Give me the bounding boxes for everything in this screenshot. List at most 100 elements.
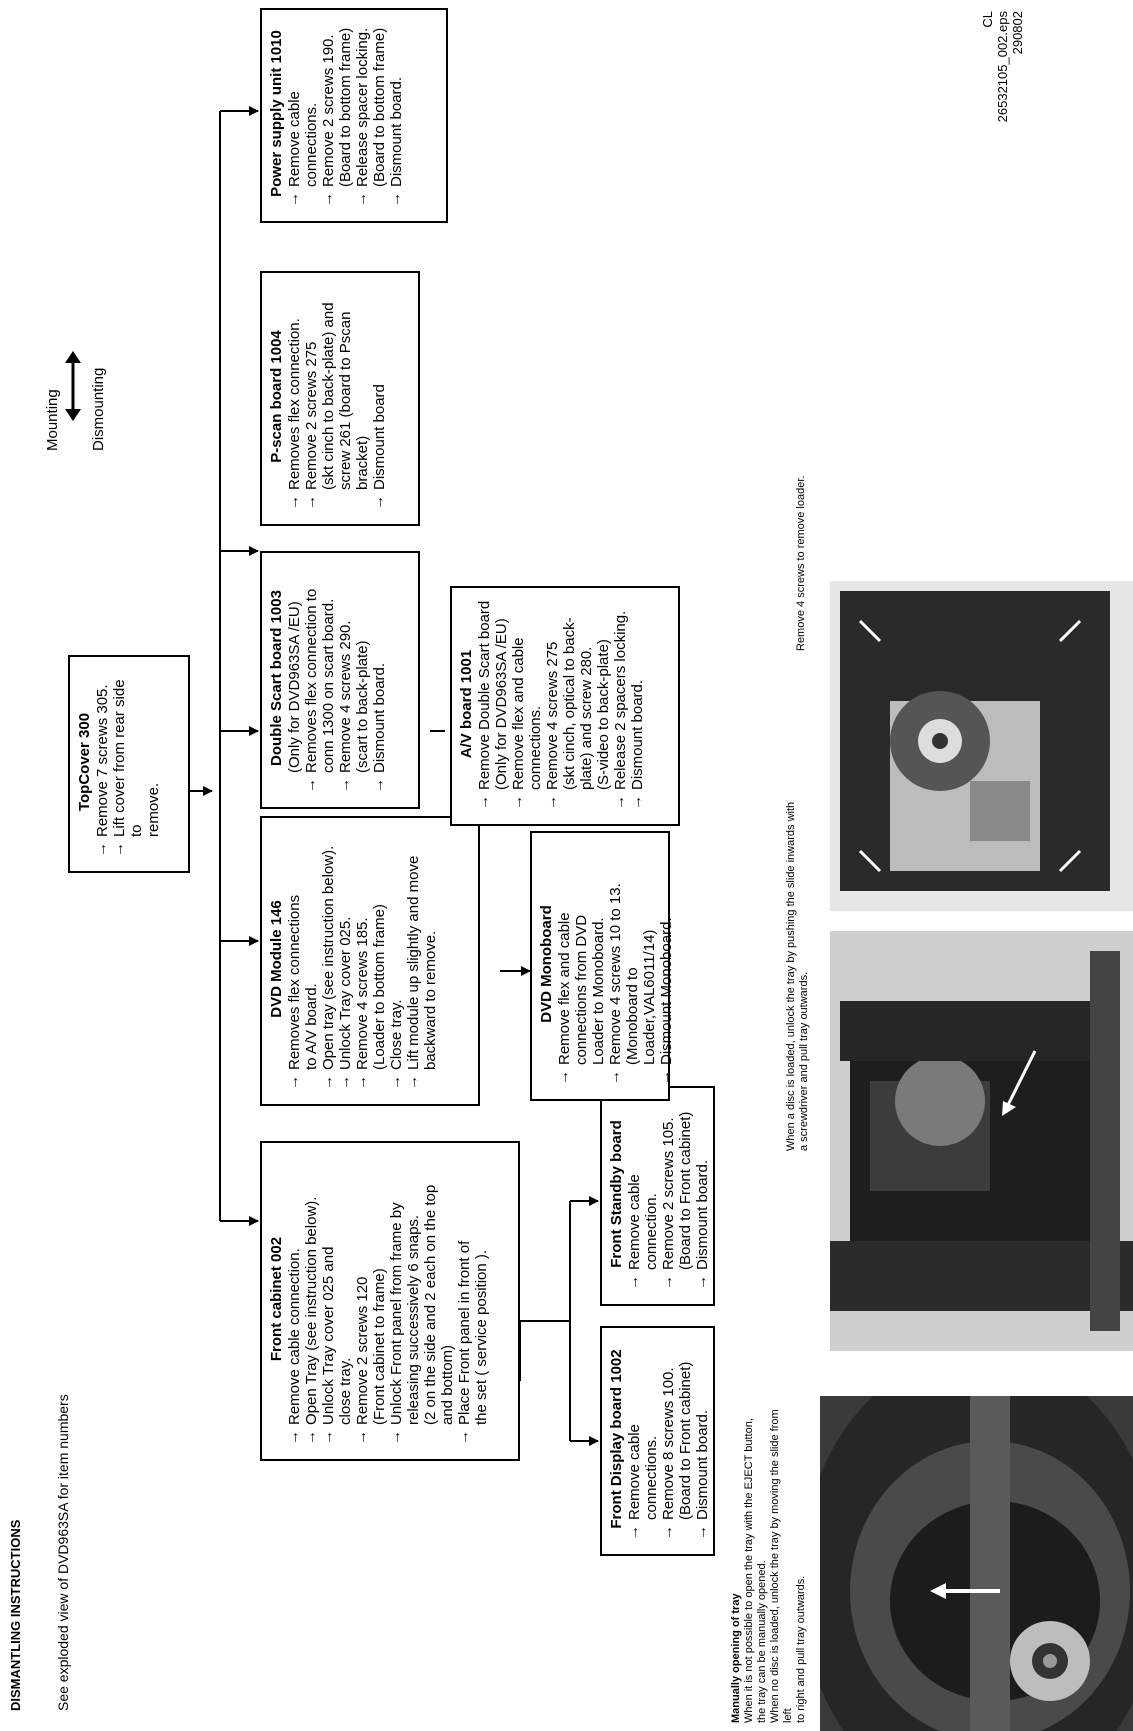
box-topcover: TopCover 300 Remove 7 screws 305. Lift c… bbox=[68, 655, 190, 873]
step-item: Remove 4 screws 10 to 13. bbox=[607, 843, 624, 1085]
manual-line: When no disc is loaded, unlock the tray … bbox=[769, 1409, 794, 1723]
step-item: Release 2 spacers locking. bbox=[612, 598, 629, 810]
photo-loader bbox=[830, 581, 1133, 911]
step-item: Remove cable connection. bbox=[286, 1153, 303, 1445]
photo-disc-loaded bbox=[830, 931, 1133, 1351]
legend-dismounting: Dismounting bbox=[90, 367, 107, 451]
box-title: DVD Module 146 bbox=[268, 900, 285, 1018]
box-title: P-scan board 1004 bbox=[268, 330, 285, 463]
step-item: (skt cinch to back-plate) and bbox=[320, 302, 337, 490]
step-item: Remove 2 screws 275 bbox=[303, 283, 320, 510]
step-item: (Board to Front cabinet) bbox=[677, 1361, 694, 1520]
step-item: (2 on the side and 2 each on the top bbox=[422, 1184, 439, 1425]
step-item: releasing successively 6 snaps. bbox=[405, 1214, 422, 1425]
step-item: (Board to bottom frame) bbox=[337, 27, 354, 187]
manual-heading: Manually opening of tray bbox=[730, 1593, 742, 1723]
step-item: Close tray. bbox=[388, 828, 405, 1090]
step-item: (Monoboard to Loader,VAL6011/14) bbox=[624, 929, 658, 1065]
caption-line: a screwdriver and pull tray outwards. bbox=[798, 971, 810, 1151]
box-title: DVD Monoboard bbox=[538, 905, 555, 1023]
step-item: screw 261 (board to Pscan bbox=[337, 311, 354, 490]
step-item: Dismount board. bbox=[371, 563, 388, 793]
step-item: (Board to bottom frame) bbox=[371, 27, 388, 187]
box-pscan: P-scan board 1004 Removes flex connectio… bbox=[260, 271, 420, 526]
step-item: backward to remove. bbox=[422, 930, 439, 1070]
step-item: Remove 4 screws 185. bbox=[354, 828, 371, 1090]
step-item: Unlock Tray cover 025. bbox=[337, 828, 354, 1090]
box-title: Double Scart board 1003 bbox=[268, 590, 285, 766]
box-title: Front Standby board bbox=[608, 1120, 625, 1268]
step-item: Remove 2 screws 190. bbox=[320, 20, 337, 207]
manual-line: to right and pull tray outwards. bbox=[795, 1575, 807, 1723]
step-item: Remove 4 screws 290. bbox=[337, 563, 354, 793]
box-title: Power supply unit 1010 bbox=[268, 30, 285, 197]
box-front-cabinet: Front cabinet 002 Remove cable connectio… bbox=[260, 1141, 520, 1461]
caption-line: When a disc is loaded, unlock the tray b… bbox=[785, 801, 797, 1151]
step-item: Remove 4 screws 275 bbox=[544, 598, 561, 810]
box-av-board: A/V board 1001 Remove Double Scart board… bbox=[450, 586, 680, 826]
step-item: Remove cable connections. bbox=[286, 20, 320, 207]
step-item: Loader to Monoboard. bbox=[590, 917, 607, 1065]
step-item: the set ( service position ). bbox=[473, 1249, 490, 1425]
step-item: (S-video to back-plate) bbox=[595, 639, 612, 790]
connector-front-split bbox=[519, 1320, 570, 1381]
step-item: Remove 8 screws 100. bbox=[660, 1338, 677, 1540]
step-item: (Only for DVD963SA /EU) bbox=[286, 601, 303, 773]
step-item: Open tray (see instruction below). bbox=[320, 828, 337, 1090]
step-item: Removes flex connections bbox=[286, 828, 303, 1090]
step-item: Lift module up slightly and move bbox=[405, 828, 422, 1090]
box-front-standby: Front Standby board Remove cable connect… bbox=[600, 1086, 715, 1306]
step-item: plate) and screw 280. bbox=[578, 646, 595, 790]
step-item: Lift cover from rear side to bbox=[111, 667, 145, 857]
step-item: Remove cable connections. bbox=[626, 1338, 660, 1540]
box-double-scart: Double Scart board 1003 (Only for DVD963… bbox=[260, 551, 420, 809]
step-item: Remove flex and cable bbox=[556, 843, 573, 1085]
box-title: Front cabinet 002 bbox=[268, 1236, 285, 1362]
step-item: Remove cable connection. bbox=[626, 1098, 660, 1290]
step-item: (scart to back-plate) bbox=[354, 640, 371, 773]
step-item: connections. bbox=[527, 705, 544, 790]
caption-loader: Remove 4 screws to remove loader. bbox=[795, 475, 807, 651]
step-item: Remove Double Scart board bbox=[476, 598, 493, 810]
box-power-supply: Power supply unit 1010 Remove cable conn… bbox=[260, 8, 448, 223]
step-item: (Front cabinet to frame) bbox=[371, 1268, 388, 1425]
step-item: Remove flex and cable bbox=[510, 598, 527, 810]
step-item: (Loader to bottom frame) bbox=[371, 904, 388, 1070]
step-item: Removes flex connection. bbox=[286, 283, 303, 510]
manual-opening-text: Manually opening of tray When it is not … bbox=[730, 1393, 808, 1723]
step-item: Dismount board. bbox=[629, 598, 646, 810]
step-item: Dismount board. bbox=[694, 1338, 711, 1540]
step-item: Remove 7 screws 305. bbox=[94, 667, 111, 857]
step-item: Place Front panel in front of bbox=[456, 1153, 473, 1445]
file-reference: CL 26532105_002.eps 290802 bbox=[980, 11, 1025, 131]
file-ref-line2: 290802 bbox=[1010, 11, 1025, 55]
step-item: Unlock Tray cover 025 and bbox=[320, 1153, 337, 1445]
step-item: bracket) bbox=[354, 435, 371, 490]
caption-disc-loaded: When a disc is loaded, unlock the tray b… bbox=[785, 731, 811, 1151]
double-arrow-icon bbox=[65, 351, 81, 421]
step-item: and bottom) bbox=[439, 1344, 456, 1425]
box-dvd-module: DVD Module 146 Removes flex connections … bbox=[260, 816, 480, 1106]
manual-line: When it is not possible to open the tray… bbox=[743, 1418, 755, 1723]
legend-mounting: Mounting bbox=[44, 389, 61, 451]
step-item: Removes flex connection to bbox=[303, 563, 320, 793]
step-item: Open Tray (see instruction below). bbox=[303, 1153, 320, 1445]
step-item: conn 1300 on scart board. bbox=[320, 598, 337, 773]
legend: Mounting Dismounting bbox=[40, 291, 120, 451]
box-front-display: Front Display board 1002 Remove cable co… bbox=[600, 1326, 715, 1556]
manual-line: the tray can be manually opened. bbox=[756, 1560, 768, 1723]
step-item: remove. bbox=[145, 782, 162, 837]
step-item: Dismount board. bbox=[388, 20, 405, 207]
step-item: Release spacer locking. bbox=[354, 20, 371, 207]
step-item: Remove 2 screws 105. bbox=[660, 1098, 677, 1290]
step-item: connections from DVD bbox=[573, 914, 590, 1065]
step-item: (Board to Front cabinet) bbox=[677, 1111, 694, 1270]
step-item: Dismount board. bbox=[694, 1098, 711, 1290]
box-title: A/V board 1001 bbox=[458, 649, 475, 759]
step-item: Dismount Monoboard. bbox=[658, 843, 675, 1085]
step-item: to A/V board. bbox=[303, 983, 320, 1070]
step-item: (skt cinch, optical to back- bbox=[561, 617, 578, 790]
box-dvd-monoboard: DVD Monoboard Remove flex and cable conn… bbox=[530, 831, 675, 1101]
